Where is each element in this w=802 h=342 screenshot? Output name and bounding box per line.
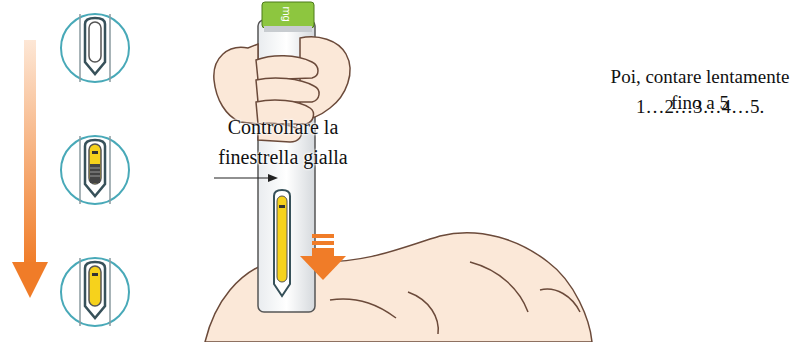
- pen-dose-label: mg: [281, 0, 293, 29]
- window-state-moving: [61, 136, 129, 204]
- progress-arrow: [12, 40, 48, 298]
- press-arrow: [300, 234, 346, 280]
- callout-label: Controllare la finestrella gialla: [208, 112, 358, 172]
- count-text: 1…2…3…4…5.: [605, 94, 795, 120]
- leader-line: [214, 174, 278, 182]
- window-state-done: [61, 258, 129, 326]
- window-state-empty: [61, 14, 129, 82]
